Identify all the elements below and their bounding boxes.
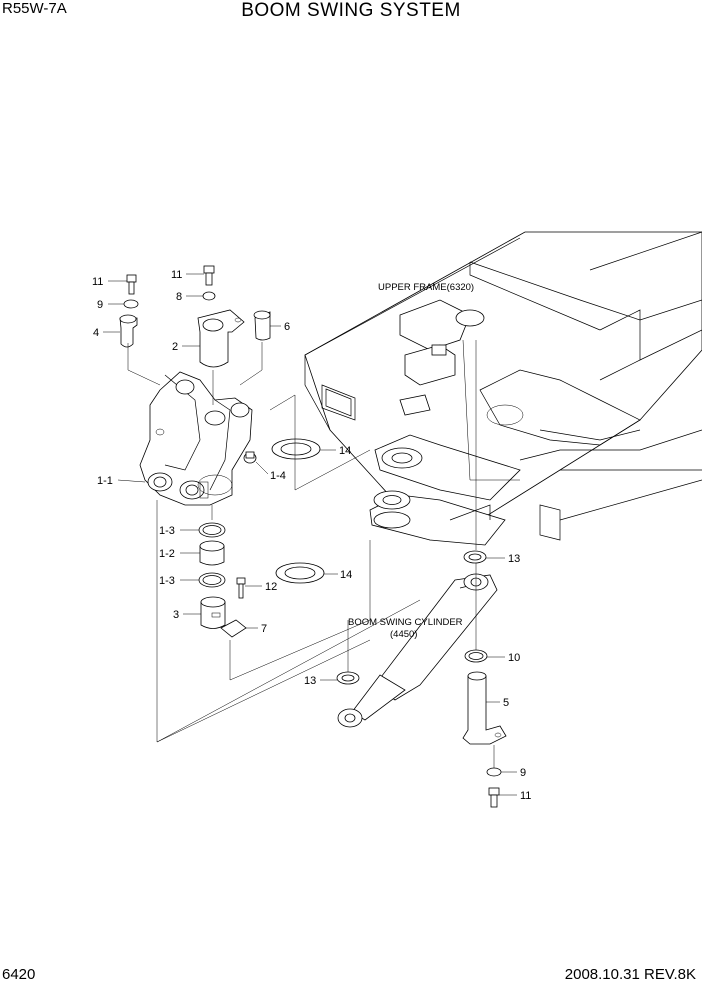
callout-8: 8 <box>176 291 182 303</box>
callout-1-1: 1-1 <box>97 475 113 487</box>
pin-2 <box>197 309 245 368</box>
pin-3 <box>200 596 226 629</box>
bolt-11-top-left <box>126 274 137 295</box>
callout-13-a: 13 <box>508 553 520 565</box>
bushing-1-3-upper <box>198 522 226 538</box>
callout-1-3-a: 1-3 <box>159 525 175 537</box>
note-upper-frame: UPPER FRAME(6320) <box>378 282 474 293</box>
bolt-11-top <box>203 265 215 286</box>
callout-6: 6 <box>284 321 290 333</box>
assembly-guide-lines <box>127 339 520 768</box>
callout-10: 10 <box>508 652 520 664</box>
leader-lines <box>103 273 517 796</box>
note-cylinder-name: BOOM SWING CYLINDER <box>348 617 463 628</box>
washer-9-top <box>123 299 139 309</box>
washer-9-bottom <box>486 767 502 777</box>
page-number: 6420 <box>2 966 36 983</box>
shim-14-lower <box>275 562 325 584</box>
pin-4 <box>119 314 138 348</box>
callout-9-b: 9 <box>520 767 526 779</box>
callout-2: 2 <box>172 341 178 353</box>
washer-13-lower <box>336 671 360 685</box>
callout-12: 12 <box>265 581 277 593</box>
bolt-12 <box>236 577 246 599</box>
callout-3: 3 <box>173 609 179 621</box>
upper-frame-drawing <box>304 231 702 546</box>
bushing-10 <box>464 649 488 663</box>
note-cylinder-ref: (4450) <box>390 629 417 640</box>
fitting-1-4 <box>243 451 257 464</box>
model-code: R55W-7A <box>2 0 67 17</box>
washer-8 <box>202 291 216 301</box>
washer-13-upper <box>463 550 487 564</box>
callout-1-4: 1-4 <box>270 470 286 482</box>
bolt-11-bottom <box>488 787 500 808</box>
swing-bracket-drawing <box>139 371 253 506</box>
callout-7: 7 <box>261 623 267 635</box>
callout-14-a: 14 <box>339 445 351 457</box>
callout-1-3-b: 1-3 <box>159 575 175 587</box>
shim-14-upper <box>271 438 321 460</box>
callout-14-b: 14 <box>340 569 352 581</box>
bushing-1-3-lower <box>198 572 226 588</box>
revision-date: 2008.10.31 REV.8K <box>564 966 696 983</box>
callout-4: 4 <box>93 327 99 339</box>
callout-11-b: 11 <box>171 269 182 281</box>
sleeve-1-2 <box>199 540 225 566</box>
pin-6 <box>253 310 271 341</box>
callout-9-a: 9 <box>97 299 103 311</box>
callout-11-c: 11 <box>520 790 531 802</box>
callout-13-b: 13 <box>304 675 316 687</box>
callout-11-a: 11 <box>92 276 103 288</box>
callout-1-2: 1-2 <box>159 548 175 560</box>
pin-5 <box>462 671 507 745</box>
page-title: BOOM SWING SYSTEM <box>241 0 461 21</box>
callout-5: 5 <box>503 697 509 709</box>
